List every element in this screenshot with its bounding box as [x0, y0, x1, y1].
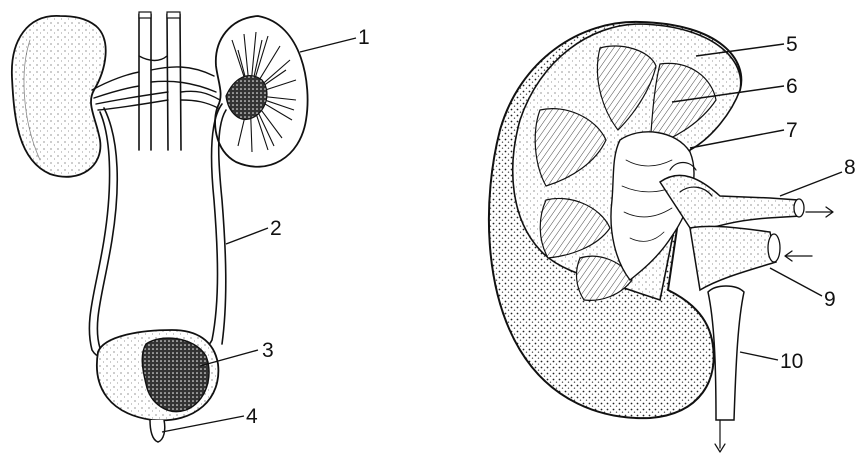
- renal-vessels: [92, 56, 220, 110]
- hilum-vessels: [660, 163, 804, 291]
- label-3: 3: [262, 339, 274, 362]
- label-5: 5: [786, 33, 798, 56]
- ureters: [89, 104, 226, 357]
- label-2: 2: [270, 217, 282, 240]
- label-10: 10: [780, 350, 803, 373]
- urinary-system-drawing: [12, 12, 308, 442]
- label-8: 8: [844, 156, 856, 179]
- left-kidney: [12, 16, 106, 177]
- label-1: 1: [358, 26, 370, 49]
- label-6: 6: [786, 75, 798, 98]
- label-7: 7: [786, 119, 798, 142]
- label-4: 4: [246, 405, 258, 428]
- label-9: 9: [824, 288, 836, 311]
- urethra: [150, 420, 165, 442]
